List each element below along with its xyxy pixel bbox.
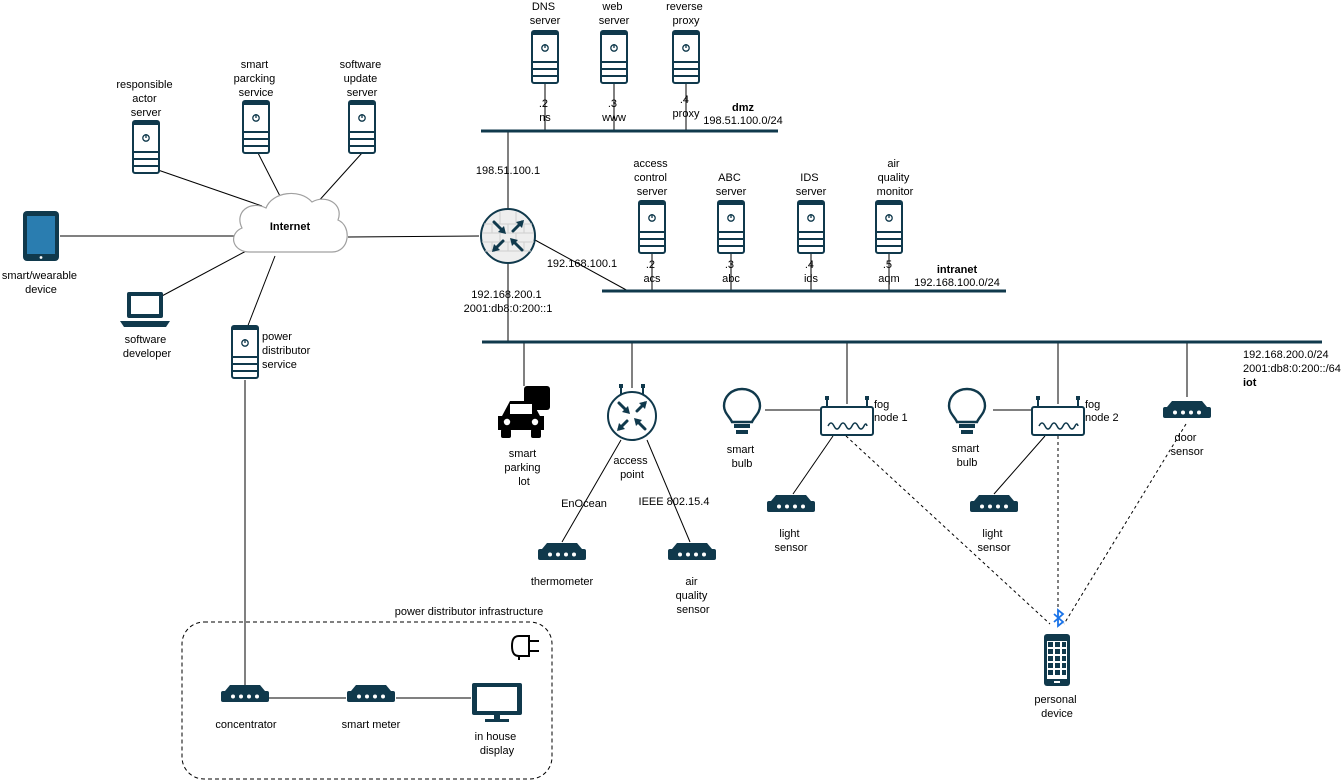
- smart-bulb-2-label: smart bulb: [952, 443, 983, 469]
- air-quality-monitor-icon: [875, 200, 903, 254]
- smart-bulb-2-icon: [947, 387, 987, 436]
- concentrator-label: concentrator: [215, 719, 276, 731]
- smart-parking-service-label: smart parcking service: [234, 59, 279, 99]
- internet-label: Internet: [270, 221, 311, 233]
- air-quality-sensor-label: air quality sensor: [676, 576, 711, 616]
- reverse-proxy-label: reverse proxy: [666, 1, 706, 27]
- air-quality-monitor-addr: .5 aqm: [878, 259, 899, 285]
- reverse-proxy-addr: .4 proxy: [673, 94, 700, 120]
- fog-node-1-label: fog node 1: [874, 399, 908, 424]
- internet-cloud: Internet: [233, 192, 348, 253]
- software-update-server-icon: [348, 100, 376, 154]
- access-control-server-addr: .2 acs: [643, 259, 661, 285]
- thermometer-label: thermometer: [531, 576, 594, 588]
- abc-server-label: ABC server: [716, 172, 747, 198]
- light-sensor-2-icon: [970, 495, 1018, 512]
- dns-server-icon: [531, 30, 559, 84]
- fog-node-2-label: fog node 2: [1085, 399, 1119, 424]
- power-distributor-service-label: power distributor service: [262, 331, 313, 371]
- light-sensor-1-label: light sensor: [774, 528, 807, 554]
- smart-bulb-1-label: smart bulb: [727, 444, 758, 470]
- door-sensor-label: door sensor: [1170, 432, 1203, 458]
- ids-server-label: IDS server: [796, 172, 827, 198]
- router-dmz-ip: 198.51.100.1: [476, 165, 540, 177]
- web-server-addr: .3 www: [601, 98, 626, 124]
- parking-sign: P: [533, 395, 540, 407]
- ids-server-addr: .4 ids: [804, 259, 819, 285]
- iot-subnet-info: 192.168.200.0/24 2001:db8:0:200::/64 iot: [1243, 349, 1342, 389]
- abc-server-icon: [717, 200, 745, 254]
- dns-server-label: DNS server: [530, 1, 561, 27]
- web-server-label: web server: [599, 1, 630, 27]
- enocean-label: EnOcean: [561, 498, 607, 510]
- dmz-subnet: 198.51.100.0/24: [703, 115, 783, 127]
- access-point-label: access point: [613, 455, 650, 481]
- smart-meter-label: smart meter: [342, 719, 401, 731]
- router-iot-ip: 192.168.200.1 2001:db8:0:200::1: [464, 289, 553, 315]
- access-control-server-label: access control server: [633, 158, 670, 198]
- door-sensor-icon: [1163, 401, 1211, 418]
- router-intranet-ip: 192.168.100.1: [547, 258, 617, 270]
- dns-server-addr: .2 ns: [539, 98, 551, 124]
- ieee-label: IEEE 802.15.4: [639, 496, 710, 508]
- plug-icon: [510, 635, 539, 660]
- abc-server-addr: .3 abc: [722, 259, 740, 285]
- web-server-icon: [600, 30, 628, 84]
- thermometer-sensor-icon: [538, 543, 586, 560]
- power-infra-boundary: [181, 621, 553, 780]
- dmz-name: dmz: [732, 102, 755, 114]
- smart-meter-icon: [347, 685, 395, 702]
- air-quality-monitor-label: air quality monitor: [877, 158, 914, 198]
- power-distributor-service-icon: [231, 325, 259, 379]
- firewall-router-icon: [480, 208, 536, 264]
- software-update-server-label: software update server: [340, 59, 385, 99]
- reverse-proxy-icon: [672, 30, 700, 84]
- power-infra-title: power distributor infrastructure: [395, 606, 544, 618]
- personal-device-label: personal device: [1034, 694, 1079, 720]
- connection-lines: [60, 82, 1188, 699]
- bluetooth-icon: [1053, 608, 1065, 628]
- intranet-name: intranet: [937, 264, 978, 276]
- laptop-icon: [120, 292, 170, 327]
- concentrator-icon: [221, 685, 269, 702]
- smart-parking-service-icon: [242, 100, 270, 154]
- responsible-actor-server-icon: [132, 120, 160, 174]
- ids-server-icon: [797, 200, 825, 254]
- access-control-server-icon: [638, 200, 666, 254]
- in-house-display-icon: [472, 683, 522, 722]
- air-quality-sensor-icon: [668, 543, 716, 560]
- light-sensor-2-label: light sensor: [977, 528, 1010, 554]
- car-parking-icon: P: [498, 386, 550, 438]
- tablet-icon: [23, 211, 59, 261]
- in-house-display-label: in house display: [475, 731, 520, 757]
- bluetooth-links: [845, 423, 1187, 625]
- smart-bulb-1-icon: [722, 387, 762, 436]
- light-sensor-1-icon: [767, 495, 815, 512]
- smartphone-icon: [1044, 634, 1070, 686]
- access-point-icon: [607, 384, 657, 441]
- responsible-actor-server-label: responsible actor server: [116, 79, 175, 119]
- smart-parking-lot-label: smart parking lot: [504, 448, 543, 488]
- intranet-subnet: 192.168.100.0/24: [914, 277, 1000, 289]
- software-developer-label: software developer: [123, 334, 172, 360]
- smart-wearable-device-label: smart/wearable device: [2, 270, 80, 296]
